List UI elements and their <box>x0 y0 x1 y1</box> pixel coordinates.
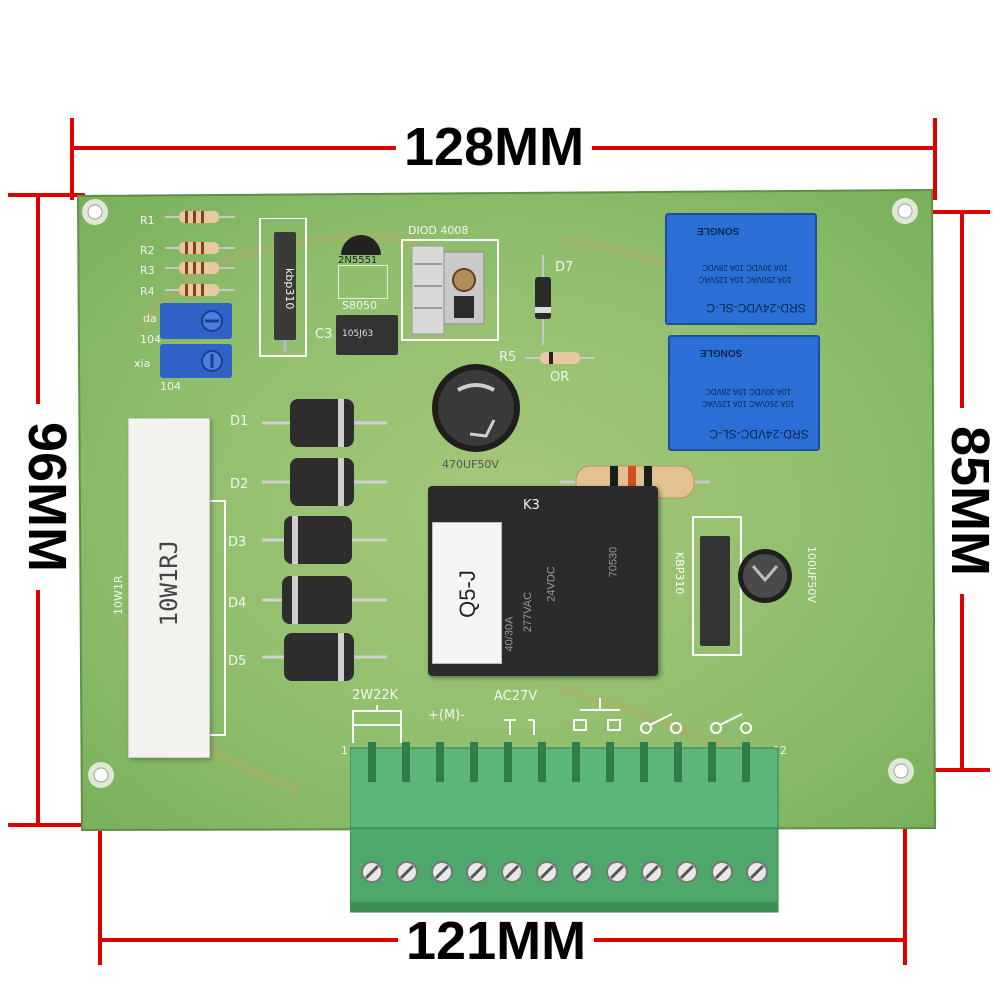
bridge-kbp310-right <box>700 536 730 646</box>
relay-k3-label-1: 24VDC <box>545 566 558 602</box>
power-resistor-body: 10W1RJ <box>128 418 210 758</box>
label-xia: xia <box>134 357 151 370</box>
terminal-block <box>350 742 779 913</box>
resistors-r1-r4 <box>165 211 235 296</box>
relay-1-rating-2: 10A 30VDC 10A 28VDC <box>702 263 788 272</box>
bridge-kbp310-top <box>259 218 307 357</box>
relay-2: SRD-24VDC-SL-C 10A 250VAC 10A 125VAC 10A… <box>668 335 820 451</box>
mount-hole-br <box>888 758 914 784</box>
mount-hole-tl <box>82 199 108 225</box>
dimension-bottom-label: 121MM <box>398 914 595 968</box>
label-pot-104-b: 104 <box>160 380 181 393</box>
label-r3: R3 <box>140 264 155 277</box>
label-diode-top: DIOD 4008 <box>408 224 469 237</box>
relay-k3-label-2: 40/30A <box>503 616 516 652</box>
relay-2-rating-2: 10A 30VDC 10A 28VDC <box>705 387 791 396</box>
label-r5: R5 <box>499 350 517 365</box>
power-resistor-marking: 10W1RJ <box>155 539 183 627</box>
label-da: da <box>143 312 157 325</box>
label-d4: D4 <box>228 596 247 611</box>
label-d7: D7 <box>555 260 574 275</box>
relay-k3-sticker-text: Q5-J <box>455 570 480 618</box>
label-kbp310-top: kbp310 <box>283 268 296 310</box>
label-r1: R1 <box>140 214 155 227</box>
relay-k3-sticker: Q5-J <box>432 522 502 664</box>
diodes-d1-d5 <box>262 399 387 681</box>
label-100uf: 100UF50V <box>805 546 818 603</box>
relay-2-model: SRD-24VDC-SL-C <box>709 427 809 441</box>
relay-k3-label-4: 70530 <box>607 546 620 578</box>
relay-2-brand: SONGLE <box>700 347 743 358</box>
label-r4: R4 <box>140 285 155 298</box>
capacitor-100uf <box>738 549 792 603</box>
capacitor-105j63 <box>336 315 398 355</box>
resistor-r5 <box>525 352 595 364</box>
label-d5: D5 <box>228 654 247 669</box>
label-s8050: S8050 <box>342 299 377 312</box>
transistor-s8050 <box>338 265 388 299</box>
trimpot-xia <box>160 344 232 378</box>
pot-symbol <box>352 705 402 743</box>
mount-hole-bl <box>88 762 114 788</box>
relay-2-rating-1: 10A 250VAC 10A 125VAC <box>701 399 795 408</box>
label-ac27v: AC27V <box>494 689 538 704</box>
dimension-top-label: 128MM <box>396 120 593 174</box>
label-105j63: 105J63 <box>342 329 374 339</box>
contact-symbols <box>504 698 752 735</box>
heatsink <box>401 239 499 341</box>
label-k3: K3 <box>523 498 540 513</box>
relay-k3-label-3: 277VAC <box>522 591 535 633</box>
label-pin-1: 1 <box>341 744 348 757</box>
transistor-2n5551 <box>341 235 381 255</box>
mount-hole-tr <box>892 198 918 224</box>
label-2w22k: 2W22K <box>352 688 399 703</box>
relay-1-brand: SONGLE <box>697 225 740 236</box>
dimension-right-label: 85MM <box>940 408 1000 594</box>
label-d1: D1 <box>230 414 249 429</box>
relay-1-rating-1: 10A 250VAC 10A 125VAC <box>698 275 792 284</box>
relay-1: SRD-24VDC-SL-C 10A 250VAC 10A 125VAC 10A… <box>665 213 817 325</box>
label-10w1r: 10W1R <box>112 575 125 615</box>
label-motor: +(M)- <box>428 708 465 723</box>
diode-d7 <box>535 255 551 345</box>
relay-1-model: SRD-24VDC-SL-C <box>706 301 806 315</box>
dimension-left-label: 96MM <box>17 404 77 590</box>
label-470uf: 470UF50V <box>442 458 499 471</box>
label-d3: D3 <box>228 535 247 550</box>
capacitor-470uf <box>432 364 520 452</box>
trimpot-da <box>160 303 232 339</box>
label-pot-104-a: 104 <box>140 333 161 346</box>
label-2n5551: 2N5551 <box>338 255 378 266</box>
label-c3: C3 <box>315 327 333 342</box>
label-kbp310-right: KBP310 <box>673 552 686 595</box>
label-r2: R2 <box>140 244 155 257</box>
label-d2: D2 <box>230 477 249 492</box>
label-or: OR <box>550 370 570 385</box>
